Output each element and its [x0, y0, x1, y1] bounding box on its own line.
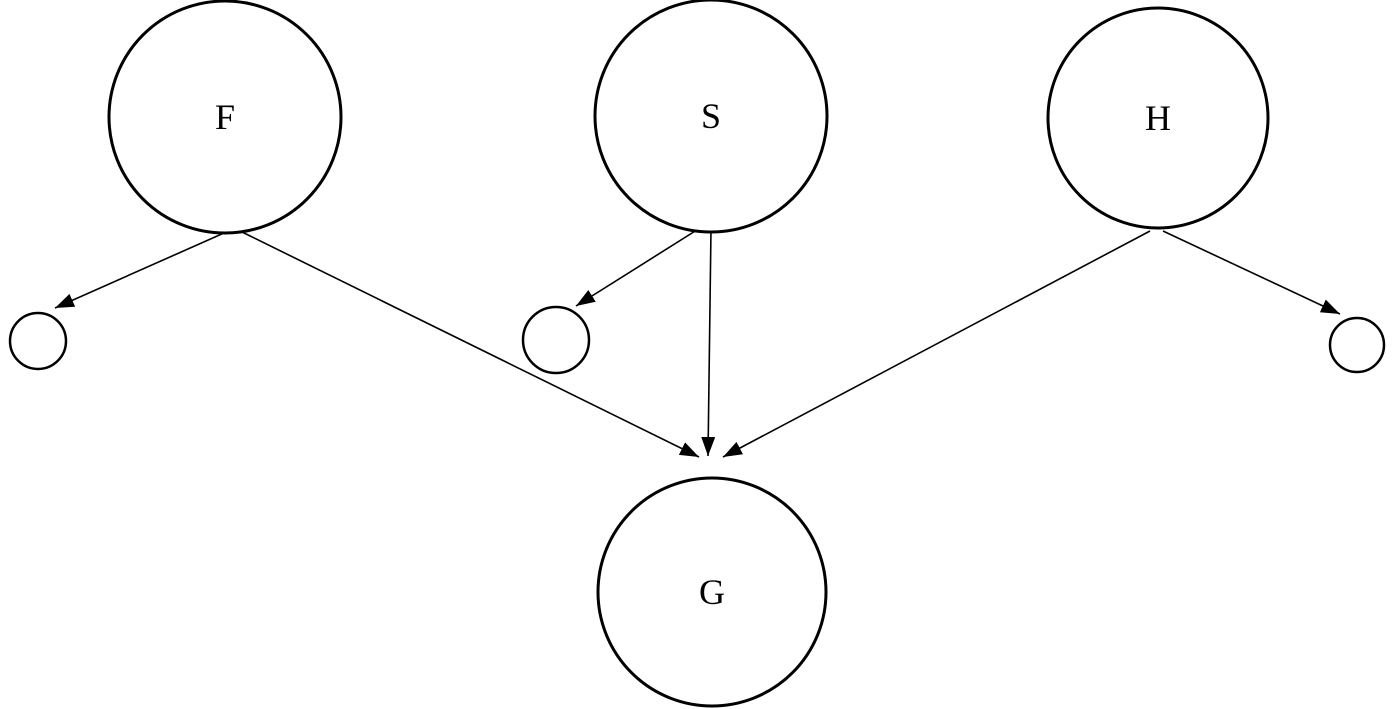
nodes-layer: F S H G — [8, 0, 1386, 708]
node-F-label: F — [215, 97, 235, 137]
edge-F-to-G — [239, 230, 700, 458]
node-S-circle — [593, 0, 829, 234]
node-s-residual-circle — [521, 305, 591, 375]
edges-layer — [54, 227, 1341, 458]
node-f-residual-circle — [8, 311, 68, 371]
node-h-residual-circle — [1328, 316, 1386, 374]
node-G-circle — [596, 476, 828, 708]
edge-S-to-s-residual — [575, 227, 701, 307]
node-S-label: S — [701, 96, 721, 136]
edge-H-to-G — [722, 230, 1151, 458]
node-G-label: G — [699, 572, 725, 612]
edge-F-to-f-residual — [54, 228, 234, 309]
node-H-circle — [1046, 6, 1270, 230]
edge-H-to-h-residual — [1162, 230, 1341, 315]
edge-S-to-G — [701, 228, 716, 457]
node-H-label: H — [1145, 98, 1171, 138]
node-F-circle — [107, 0, 343, 235]
